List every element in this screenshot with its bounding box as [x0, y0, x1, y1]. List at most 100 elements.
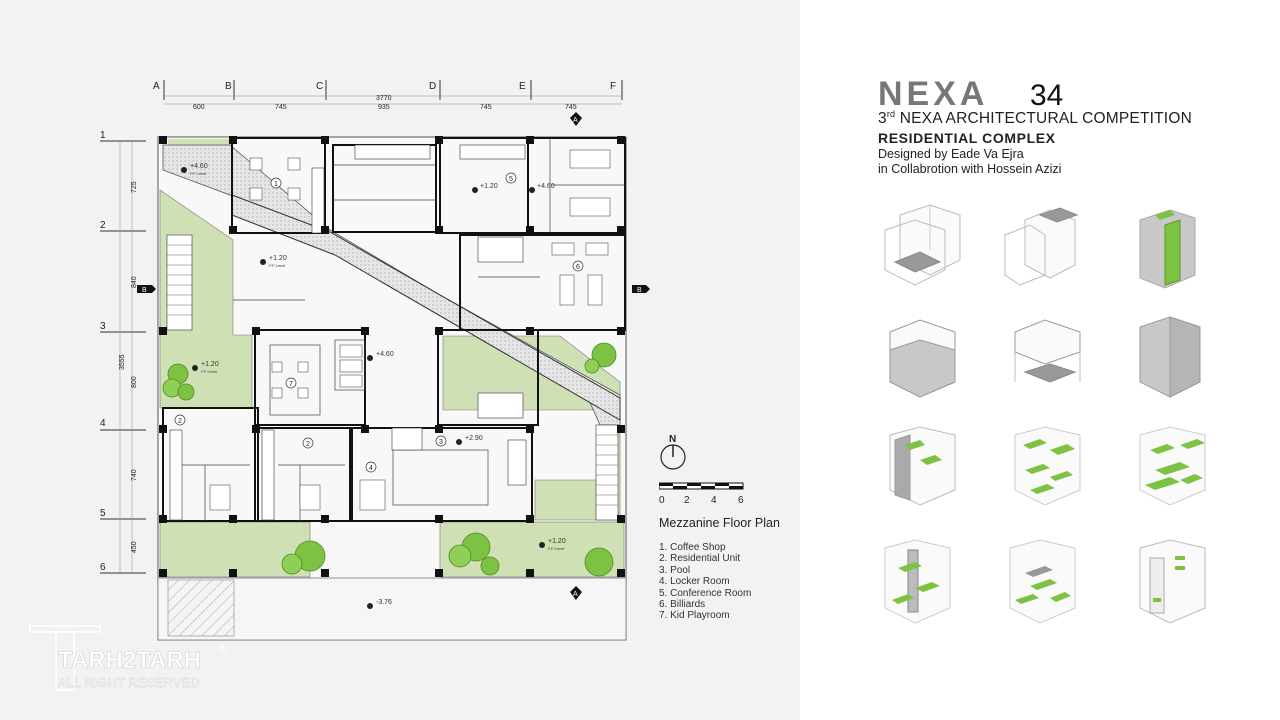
- scale-tick: 4: [711, 495, 717, 506]
- legend-title: Mezzanine Floor Plan: [659, 516, 780, 530]
- massing-diagram: [1139, 209, 1196, 289]
- scale-tick: 0: [659, 495, 665, 506]
- level-sub: F.F Level: [269, 263, 285, 268]
- massing-diagram: [884, 204, 961, 286]
- column-dimension: 600: [193, 104, 205, 111]
- grid-row-label: 5: [100, 508, 106, 519]
- north-label: N: [669, 434, 676, 445]
- legend-item: 7. Kid Playroom: [659, 610, 730, 622]
- column-dimension: 935: [378, 104, 390, 111]
- column-dimension: 745: [480, 104, 492, 111]
- row-dimension: 800: [131, 376, 138, 388]
- massing-diagram: [889, 319, 956, 398]
- row-dimension: 840: [131, 276, 138, 288]
- axonometric-diagram-grid: [870, 200, 1230, 624]
- grid-col-label: F: [610, 81, 616, 92]
- scale-tick: 6: [738, 495, 744, 506]
- massing-diagram: [1139, 316, 1201, 398]
- scale-bar: 0 2 4 6: [659, 482, 744, 506]
- level-marker: +2.90: [465, 435, 483, 442]
- furniture: [209, 149, 611, 511]
- section-marker-bottom: A: [570, 586, 582, 600]
- section-marker-label: B: [142, 287, 147, 294]
- level-marker: +1.20: [548, 538, 566, 545]
- column-dimension: 745: [275, 104, 287, 111]
- parking-area: [157, 577, 627, 641]
- north-arrow-icon: N: [660, 434, 686, 470]
- column-dimension: 745: [565, 104, 577, 111]
- level-marker: +4.60: [190, 163, 208, 170]
- collaboration-line: in Collabrotion with Hossein Azizi: [878, 162, 1062, 177]
- stairs: [166, 144, 619, 521]
- legend-item: 2. Residential Unit: [659, 553, 741, 565]
- legend-item: 1. Coffee Shop: [659, 542, 726, 553]
- title-block: NEXA 34 3rd NEXA ARCHITECTURAL COMPETITI…: [878, 78, 1258, 176]
- room-number: 7: [289, 381, 293, 388]
- level-marker: +1.20: [201, 361, 219, 368]
- level-marker: +4.60: [376, 351, 394, 358]
- massing-diagram: [1014, 319, 1081, 383]
- interior-lines: [182, 138, 625, 521]
- plan-panel: A B C D E F 1 2 3 4 5 6 3770 600 745 935…: [0, 0, 800, 720]
- section-marker-right: B: [632, 285, 650, 294]
- level-sub: F.F Level: [201, 369, 217, 374]
- section-marker-label: A: [573, 591, 578, 598]
- level-marker: -3.76: [376, 599, 392, 606]
- dimension-lines: [119, 95, 622, 573]
- level-marker: +1.20: [269, 255, 287, 262]
- designer-line: Designed by Eade Va Ejra: [878, 147, 1024, 162]
- room-number: 4: [369, 465, 373, 472]
- ramp-hatch: [167, 579, 235, 637]
- competition-name: NEXA ARCHITECTURAL COMPETITION: [899, 110, 1192, 128]
- row-dimension: 740: [131, 469, 138, 481]
- project-subtitle: RESIDENTIAL COMPLEX: [878, 130, 1056, 147]
- level-sub: F.F Level: [548, 546, 564, 551]
- grid-row-label: 2: [100, 220, 106, 231]
- watermark-text: TARH2TARH: [58, 647, 201, 674]
- room-number: 3: [439, 439, 443, 446]
- row-dimension: 725: [131, 181, 138, 193]
- circulation-diagram: [1009, 539, 1076, 624]
- legend: Mezzanine Floor Plan 1. Coffee Shop 2. R…: [659, 516, 799, 622]
- grid-col-label: B: [225, 81, 232, 92]
- floor-plan-drawing: A B C D E F 1 2 3 4 5 6 3770 600 745 935…: [100, 80, 650, 641]
- competition-suffix: rd: [886, 109, 896, 119]
- room-number: 2: [306, 441, 310, 448]
- green-space-diagram: [889, 426, 956, 506]
- trees: [162, 342, 617, 577]
- nexa-logo: NEXA 34: [878, 78, 1063, 108]
- grid-col-label: A: [153, 81, 160, 92]
- row-dimension: 450: [131, 541, 138, 553]
- logo-text: NEXA: [878, 78, 988, 108]
- section-marker-label: A: [573, 117, 578, 124]
- legend-item: 4. Locker Room: [659, 576, 730, 588]
- grid-row-label: 6: [100, 562, 106, 573]
- room-number: 1: [274, 181, 278, 188]
- green-space-diagram: [1014, 426, 1081, 506]
- room-number: 5: [509, 176, 513, 183]
- grid-col-label: D: [429, 81, 436, 92]
- overall-dimension: 3770: [376, 95, 392, 102]
- columns: [159, 136, 625, 577]
- room-number: 6: [576, 264, 580, 271]
- grid-row-label: 1: [100, 130, 106, 141]
- legend-item: 3. Pool: [659, 564, 691, 576]
- legend-item: 6. Billiards: [659, 599, 706, 611]
- room-number: 2: [178, 418, 182, 425]
- scale-tick: 2: [684, 495, 690, 506]
- competition-ordinal: 3: [878, 110, 887, 128]
- level-marker: +1.20: [480, 183, 498, 190]
- green-space-diagram: [1139, 426, 1206, 506]
- competition-line: 3rd NEXA ARCHITECTURAL COMPETITION: [878, 109, 1258, 128]
- green-top: [168, 139, 230, 147]
- watermark-copyright: ©: [220, 644, 228, 655]
- row-overall-dimension: 3555: [119, 354, 126, 370]
- watermark-sub: ALL RIGHT RESERVED: [58, 675, 199, 690]
- level-marker: +4.60: [537, 183, 555, 190]
- watermark-logo: TARH2TARH © ALL RIGHT RESERVED: [29, 625, 228, 691]
- grid-ticks: [100, 80, 623, 574]
- section-marker-top: A: [570, 112, 582, 126]
- section-marker-left: B: [137, 285, 156, 294]
- legend-item: 5. Conference Room: [659, 587, 752, 599]
- grid-row-label: 3: [100, 321, 106, 332]
